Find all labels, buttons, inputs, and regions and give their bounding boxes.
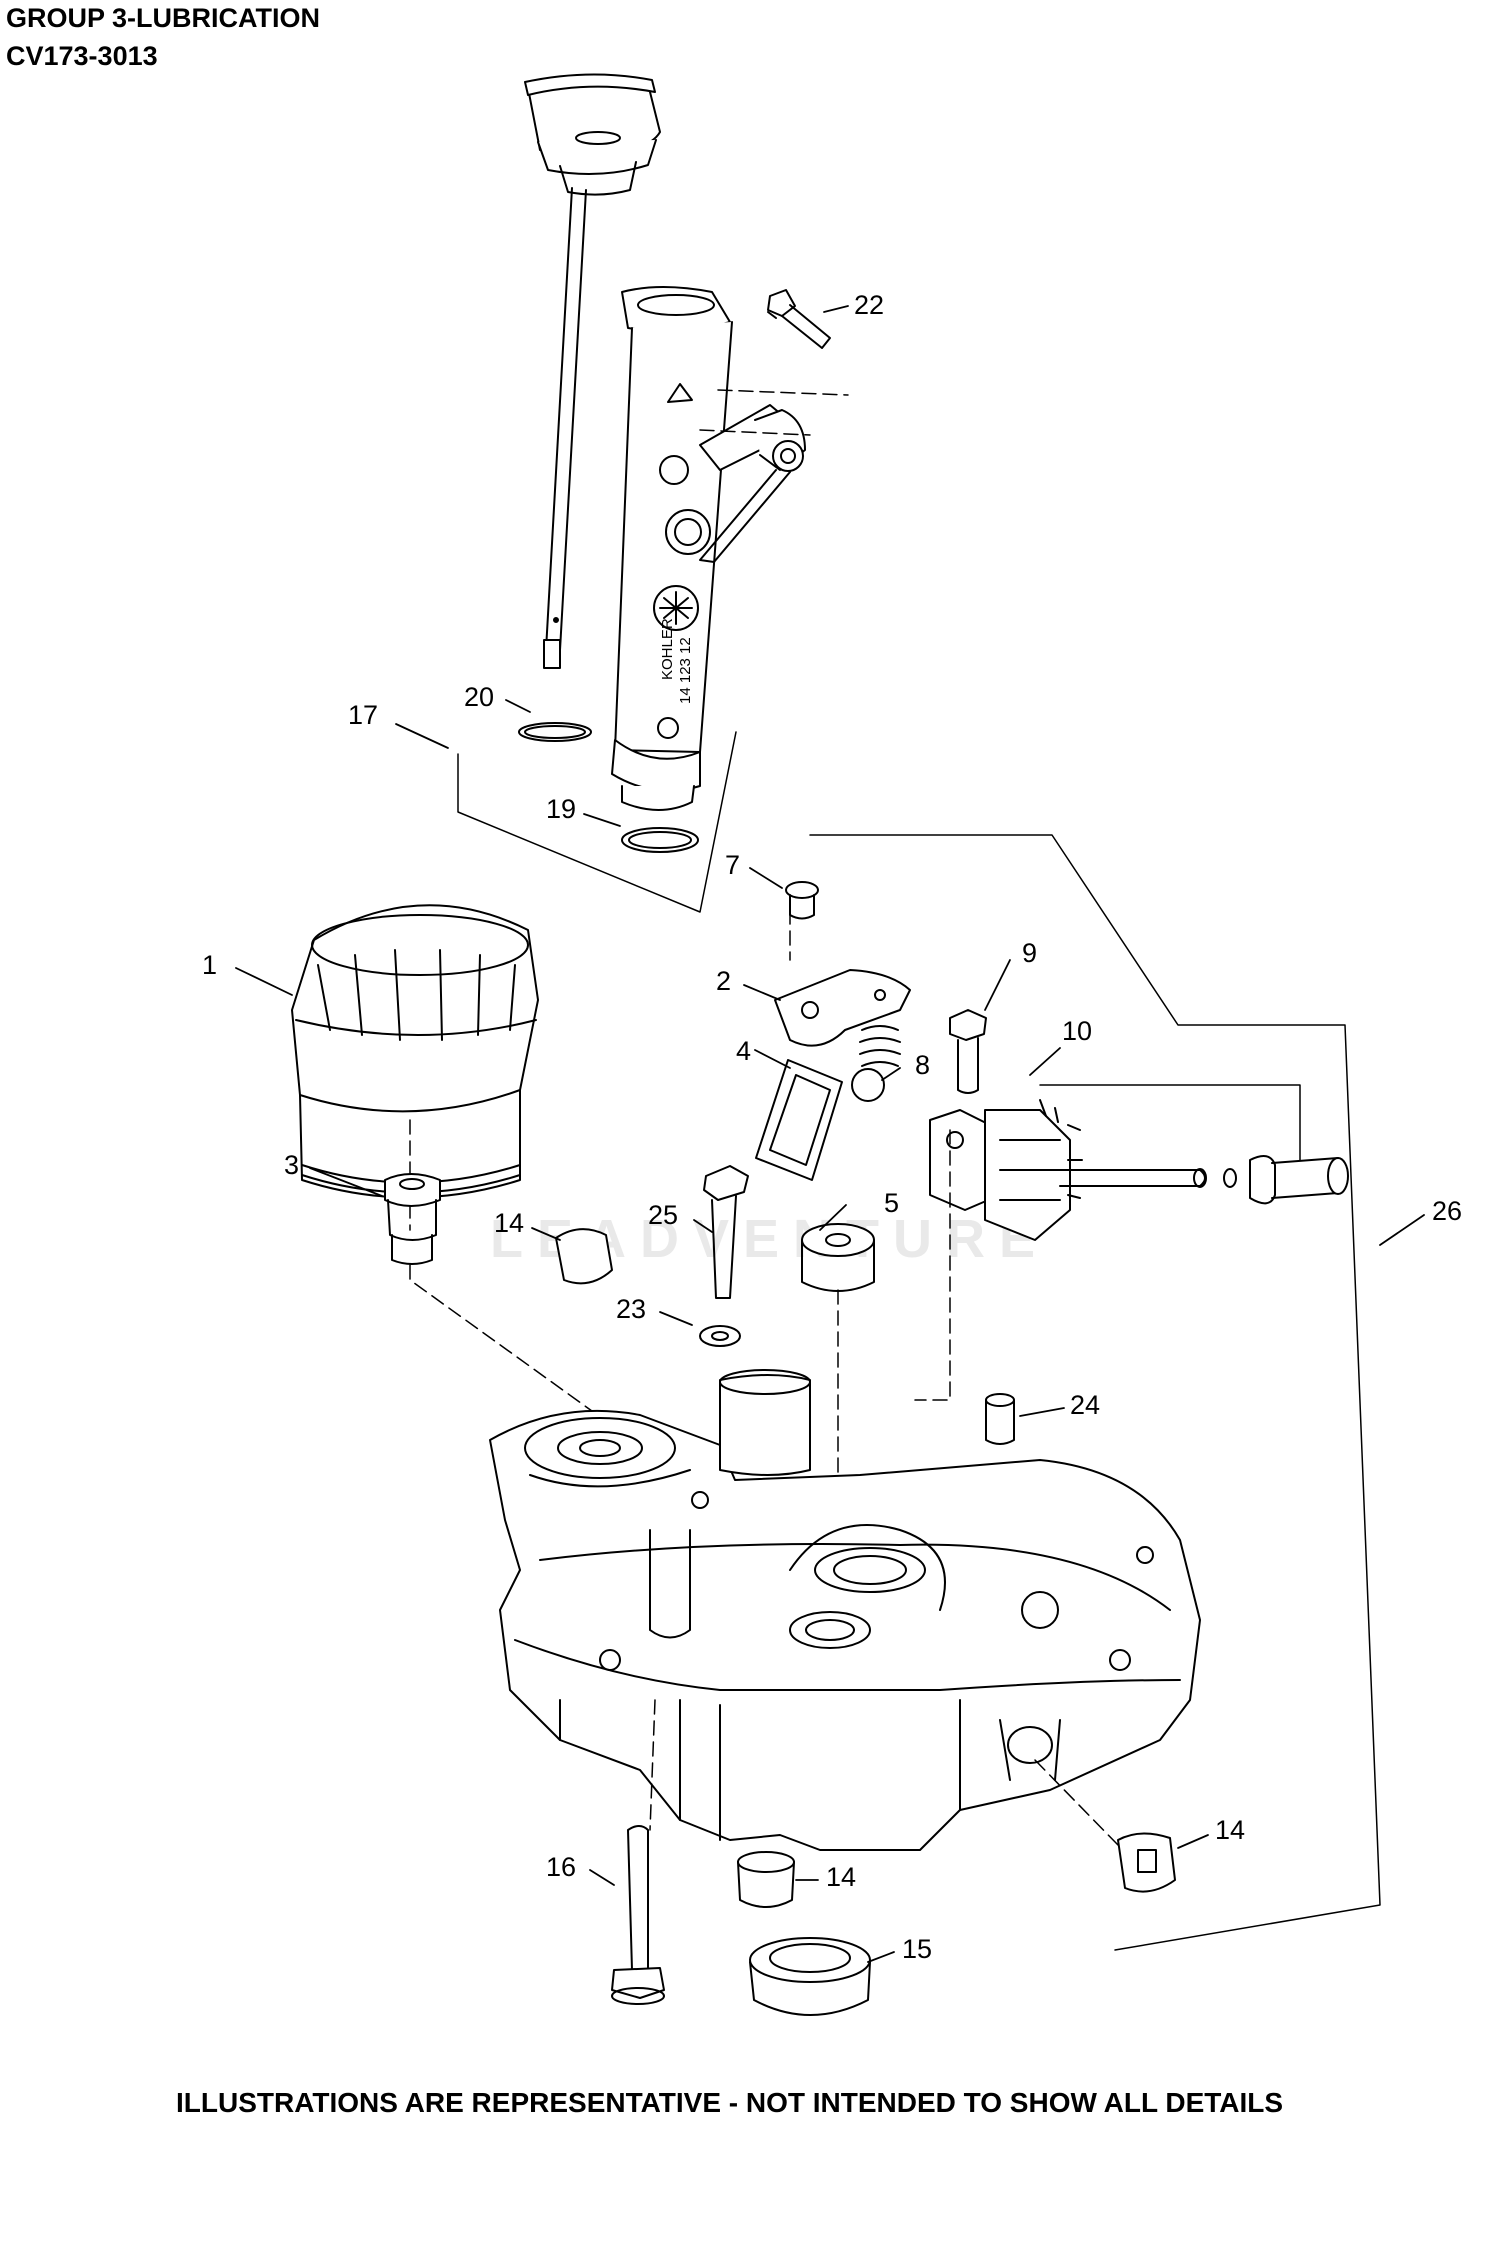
callout-5: 5 — [884, 1188, 900, 1218]
o-ring-19[interactable] — [621, 827, 699, 853]
oil-filter[interactable] — [291, 904, 539, 1199]
callout-8: 8 — [915, 1050, 931, 1080]
callout-17: 17 — [348, 700, 379, 730]
callout-20: 20 — [464, 682, 495, 712]
dipstick[interactable] — [524, 73, 661, 669]
callout-7: 7 — [725, 850, 741, 880]
tube-brand-text: KOHLER — [659, 618, 676, 680]
callout-15: 15 — [902, 1934, 933, 1964]
plug-14-right[interactable] — [1117, 1832, 1176, 1893]
plate-2[interactable] — [774, 969, 911, 1047]
callout-2: 2 — [716, 966, 732, 996]
callout-16: 16 — [546, 1852, 577, 1882]
dipstick-tube[interactable]: KOHLER 14 123 12 — [611, 286, 733, 811]
leader-lines — [235, 305, 1425, 1963]
bolt-16[interactable] — [611, 1825, 665, 2005]
callout-14-lower: 14 — [826, 1862, 857, 1892]
relief-housing-5[interactable] — [801, 1223, 875, 1292]
washer-23[interactable] — [699, 1325, 741, 1347]
pin-24[interactable] — [985, 1393, 1015, 1445]
callout-26: 26 — [1432, 1196, 1463, 1226]
model-number: CV173-3013 — [6, 41, 158, 71]
bolt-25[interactable] — [703, 1165, 749, 1299]
tube-part-number-text: 14 123 12 — [677, 637, 694, 704]
callout-10: 10 — [1062, 1016, 1093, 1046]
screw-7[interactable] — [785, 881, 819, 920]
callout-9: 9 — [1022, 938, 1038, 968]
oil-pump-10[interactable] — [929, 1099, 1349, 1241]
o-ring-20[interactable] — [518, 722, 592, 742]
callout-1: 1 — [202, 950, 218, 980]
tube-bracket[interactable] — [699, 404, 806, 563]
bolt-22[interactable] — [767, 289, 831, 349]
callout-23: 23 — [616, 1294, 647, 1324]
callout-25: 25 — [648, 1200, 679, 1230]
ball-8[interactable] — [851, 1068, 885, 1102]
gasket-4[interactable] — [755, 1059, 843, 1181]
callout-14-upper: 14 — [494, 1208, 525, 1238]
closure-plate[interactable] — [489, 1369, 1201, 1851]
callout-4: 4 — [736, 1036, 752, 1066]
oil-seal-15[interactable] — [749, 1937, 871, 2016]
callout-19: 19 — [546, 794, 577, 824]
page-title: GROUP 3-LUBRICATION — [6, 3, 321, 33]
disclaimer-footer: ILLUSTRATIONS ARE REPRESENTATIVE - NOT I… — [176, 2087, 1284, 2118]
plug-14-lower[interactable] — [737, 1851, 795, 1908]
plug-14-upper[interactable] — [555, 1228, 613, 1285]
kit-17-bracket — [457, 731, 737, 913]
callout-24: 24 — [1070, 1390, 1101, 1420]
callout-3: 3 — [284, 1150, 300, 1180]
bolt-9[interactable] — [949, 1009, 987, 1094]
callout-14-right: 14 — [1215, 1815, 1246, 1845]
fitting-3[interactable] — [384, 1173, 441, 1265]
callout-22: 22 — [854, 290, 885, 320]
spring[interactable] — [859, 1025, 901, 1067]
kit-26-bracket — [809, 834, 1381, 1951]
